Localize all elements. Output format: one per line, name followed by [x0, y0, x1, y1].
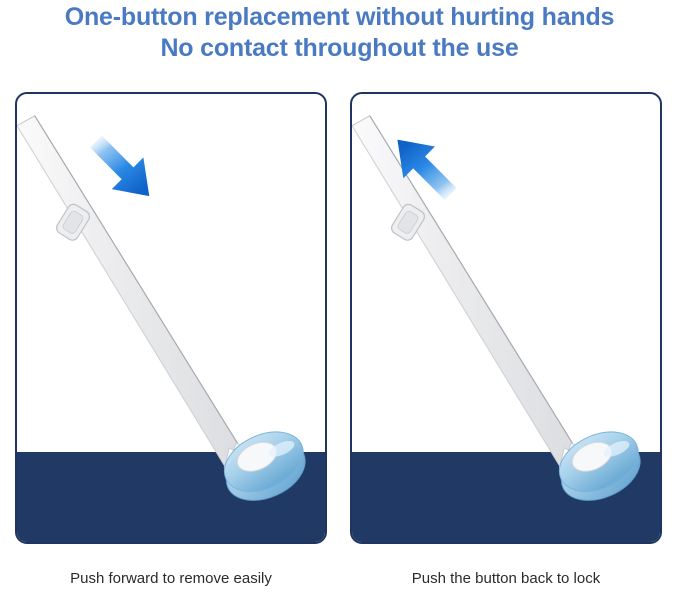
release-button[interactable] — [389, 202, 426, 242]
panel-remove — [15, 92, 327, 544]
title-line-1: One-button replacement without hurting h… — [64, 3, 615, 31]
mop-head — [558, 431, 641, 501]
panel-lock — [350, 92, 662, 544]
mop-handle — [352, 115, 598, 496]
mop-head-highlight — [603, 440, 630, 457]
caption-remove: Push forward to remove easily — [70, 570, 272, 587]
page-title: One-button replacement without hurting h… — [0, 2, 679, 64]
release-button[interactable] — [54, 202, 91, 242]
illustration-lock — [352, 94, 660, 542]
title-line-2: No contact throughout the use — [160, 34, 519, 62]
mop-head — [223, 431, 306, 501]
caption-lock: Push the button back to lock — [411, 570, 601, 587]
illustration-remove — [17, 94, 325, 542]
arrow-up-left-icon — [397, 139, 457, 201]
arrow-down-right-icon — [90, 135, 150, 197]
mop-head-highlight — [268, 440, 295, 457]
